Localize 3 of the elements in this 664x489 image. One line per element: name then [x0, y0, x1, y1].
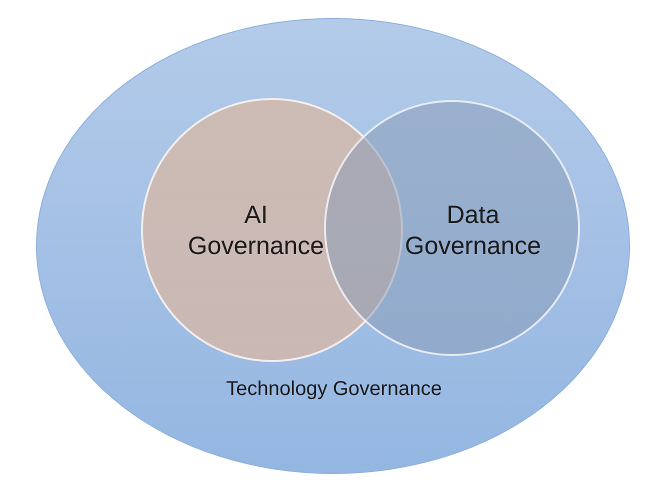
circle-label: Data Governance [404, 200, 542, 262]
circle-label: AI Governance [186, 200, 326, 262]
ellipse-label: Technology Governance [225, 377, 443, 401]
